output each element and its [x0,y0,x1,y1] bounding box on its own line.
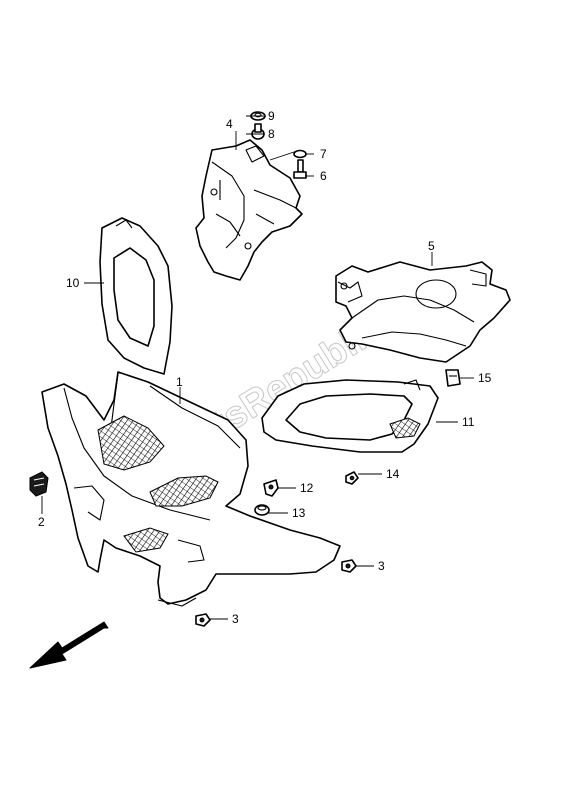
part-8-grommet [251,123,265,140]
part-3-screw-lower [195,613,211,627]
part-14-screw [345,471,359,485]
callout-5: 5 [428,239,435,253]
part-6-bolt [293,159,307,179]
leader-lines [41,115,474,620]
part-12-clip [263,479,279,497]
callout-4: 4 [226,117,233,131]
callout-labels: 9 8 4 7 6 5 10 1 15 11 14 12 13 2 3 3 [38,109,492,626]
front-arrow-icon [29,621,109,669]
part-5-tray [335,261,511,363]
callout-10: 10 [66,276,80,290]
callout-12: 12 [300,481,314,495]
callout-14: 14 [386,467,400,481]
callout-11: 11 [462,415,475,429]
part-10-frame [99,217,173,375]
callout-8: 8 [268,127,275,141]
part-1-front-guard [41,371,341,607]
callout-7: 7 [320,147,327,161]
callout-9: 9 [268,109,275,123]
callout-2: 2 [38,515,45,529]
callout-15: 15 [478,371,492,385]
part-15-nut [445,369,461,387]
part-4-bracket [195,139,303,281]
callout-3-lower: 3 [232,612,239,626]
part-2-clip [29,471,49,497]
callout-1: 1 [176,375,183,389]
callout-13: 13 [292,506,306,520]
part-13-grommet [254,504,270,516]
callout-6: 6 [320,169,327,183]
part-11-lamp-cover [261,379,439,453]
callout-3-upper: 3 [378,559,385,573]
part-3-screw-upper [341,559,357,573]
